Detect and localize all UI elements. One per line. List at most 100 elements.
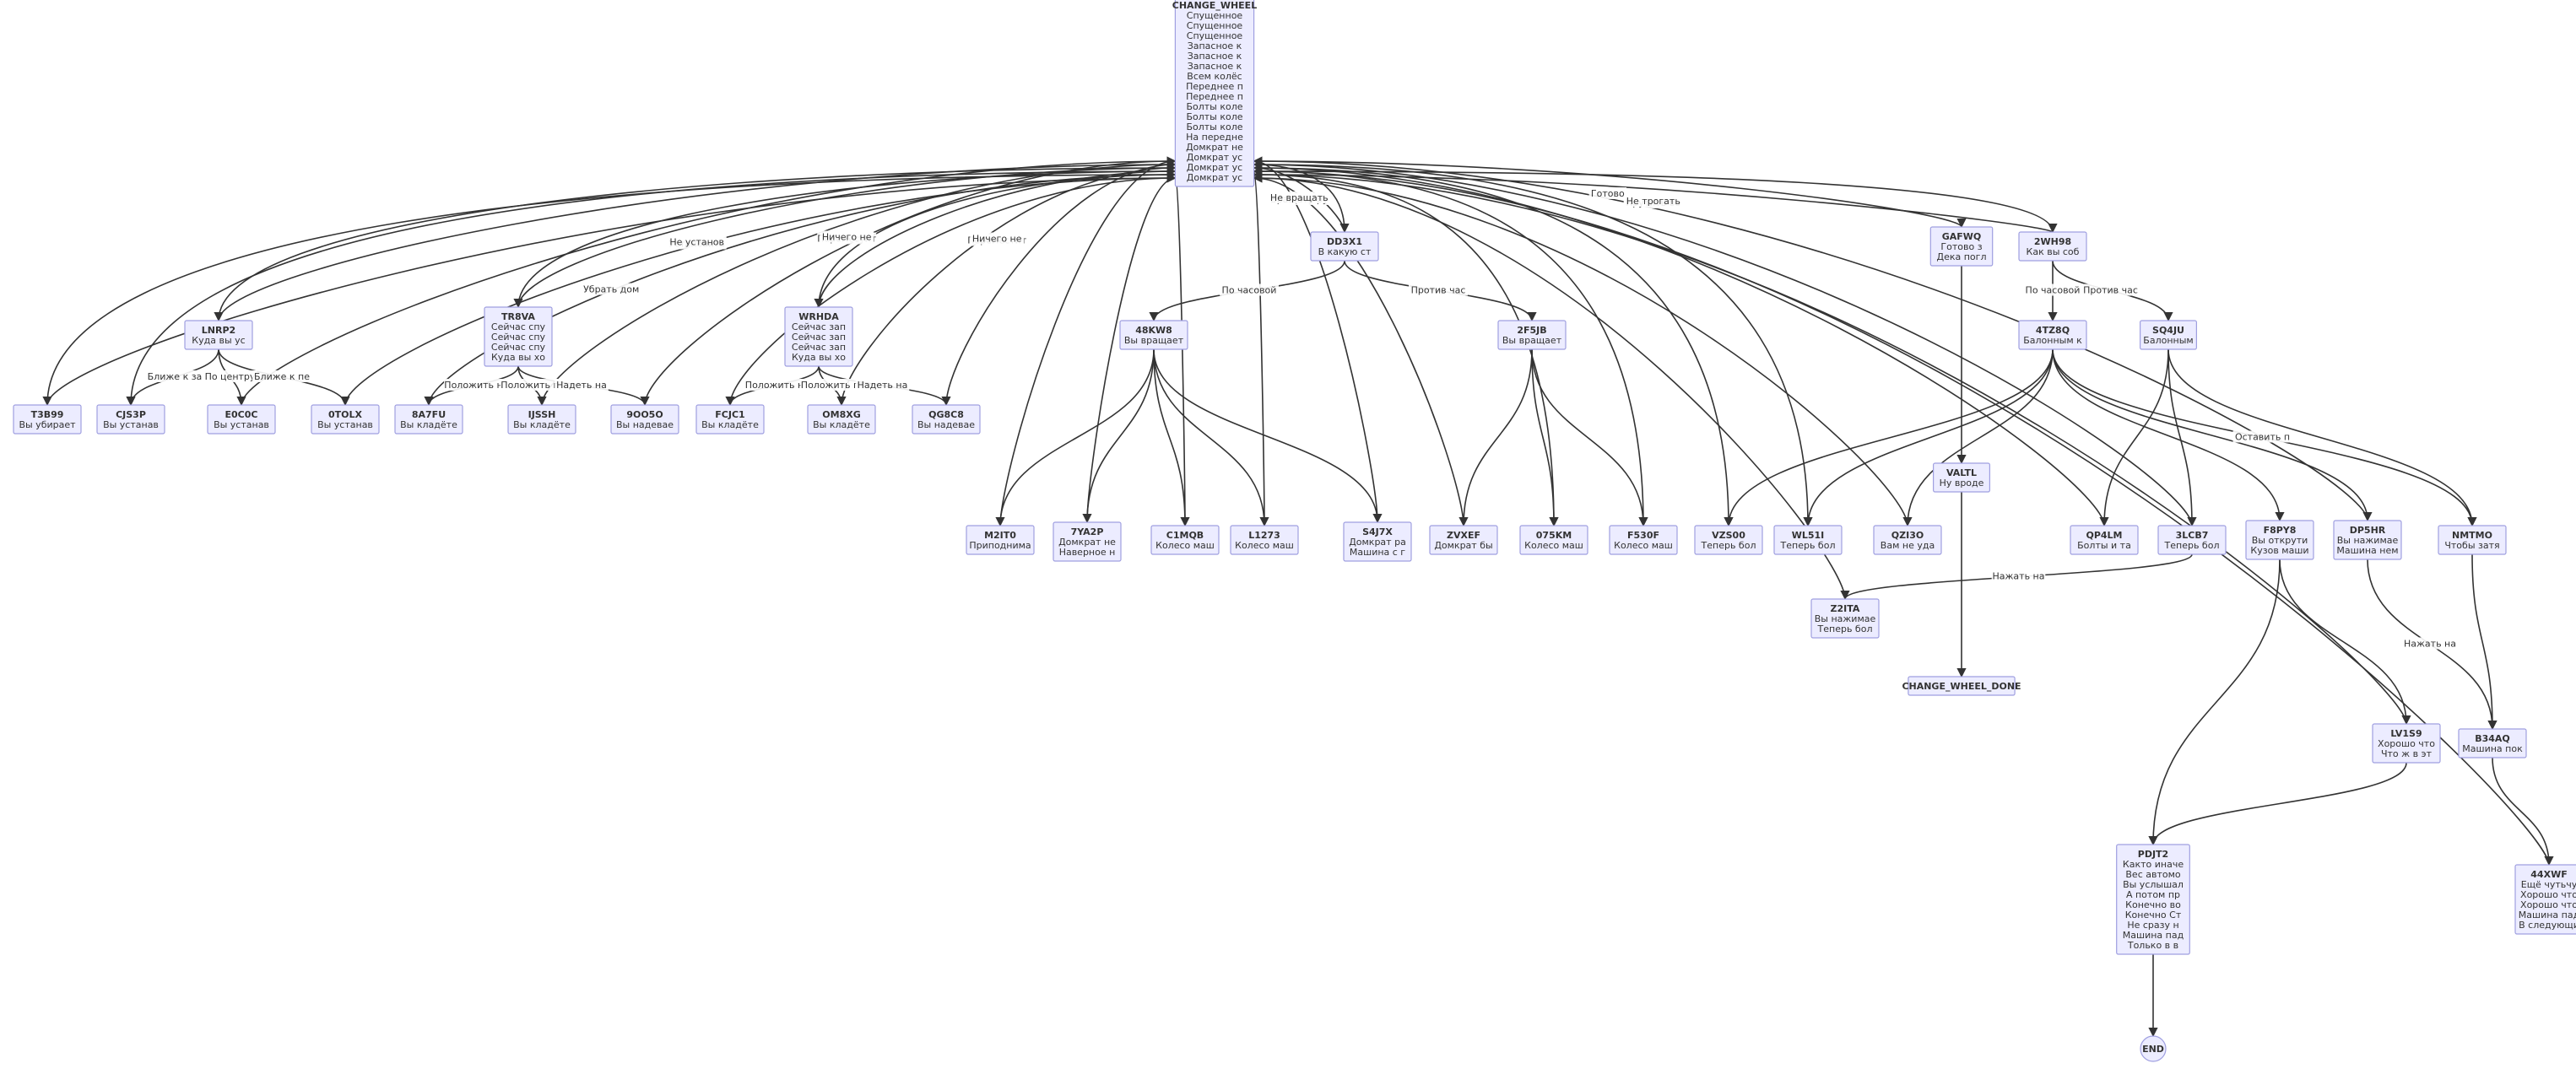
node-text-line: Вам не уда: [1881, 540, 1935, 551]
node-box: [1174, 0, 1255, 187]
edge-M2IT0-to-CHANGE_WHEEL: [999, 156, 1177, 526]
node-box: [2070, 525, 2139, 555]
node-text-line: Теперь бол: [2164, 540, 2220, 551]
node-text-line: Колесо маш: [1155, 540, 1215, 551]
edge-label-background: [800, 379, 860, 391]
node-text-line: Колесо маш: [1235, 540, 1294, 551]
node-text-line: Ещё чутьчу: [2521, 879, 2576, 890]
node-text-line: Вы открути: [2252, 535, 2308, 546]
edge-QP4LM-to-CHANGE_WHEEL: [1253, 163, 2105, 526]
edge-label: Надеть на: [556, 380, 607, 391]
node-id-label: TR8VA: [501, 311, 535, 322]
node-text-line: Болты и та: [2077, 540, 2131, 551]
node-id-label: 8A7FU: [412, 409, 446, 420]
edge-SQ4JU-to-3LCB7: [2167, 348, 2197, 527]
node-text-line: Куда вы ус: [192, 335, 245, 346]
node-text-line: В какую ст: [1318, 246, 1372, 257]
edge-label-background: [667, 235, 727, 248]
node-text-line: Сейчас спу: [491, 321, 546, 332]
node-id-label: 44XWF: [2530, 869, 2567, 880]
node-id-label: WRHDA: [798, 311, 839, 322]
node-id-label: VZS00: [1712, 530, 1745, 541]
edge-OM8XG-to-CHANGE_WHEEL: [841, 163, 1177, 406]
node-text-line: Вы кладёте: [513, 419, 571, 430]
node-id-label: L1273: [1248, 530, 1280, 541]
edge-48KW8-to-M2IT0: [995, 348, 1155, 527]
edge-2WH98-to-CHANGE_WHEEL: [1253, 166, 2054, 233]
node-box: [2372, 723, 2441, 764]
node-text-line: Конечно Ст: [2125, 910, 2182, 920]
node-text-line: Куда вы хо: [792, 352, 846, 363]
edge-label: По часовой: [2026, 285, 2081, 296]
node-text-line: Переднее п: [1186, 81, 1243, 92]
node-text-line: Теперь бол: [1780, 540, 1836, 551]
node-id-label: 075KM: [1536, 530, 1572, 541]
node-id-label: ZVXEF: [1447, 530, 1480, 541]
node-text-line: Машина с г: [1350, 547, 1405, 558]
edge-48KW8-to-L1273: [1153, 348, 1269, 527]
node-id-label: DD3X1: [1327, 236, 1362, 247]
node-id-label: SQ4JU: [2152, 325, 2184, 336]
edge-label-background: [820, 230, 874, 243]
node-text-line: Сейчас спу: [491, 332, 546, 343]
node-id-label: END: [2142, 1044, 2164, 1055]
node-box: [2458, 728, 2527, 758]
edge-IJSSH-to-CHANGE_WHEEL: [541, 159, 1177, 406]
node-box: [2157, 525, 2227, 555]
node-box: [484, 306, 553, 367]
node-box: [1929, 226, 1994, 267]
node-text-line: Вы услышал: [2123, 879, 2184, 890]
node-text-line: Болты коле: [1186, 101, 1242, 112]
node-box: [1150, 525, 1220, 555]
edge-TR8VA-to-CHANGE_WHEEL: [517, 163, 1177, 308]
edge-QZI3O-to-CHANGE_WHEEL: [1253, 173, 1908, 526]
node-text-line: Что ж в эт: [2381, 748, 2433, 759]
node-text-line: Машина нем: [2336, 545, 2398, 556]
node-text-line: Готово з: [1940, 241, 1982, 252]
edge-2F5JB-to-ZVXEF: [1458, 348, 1533, 527]
edge-label-background: [444, 379, 503, 391]
edge-F8PY8-to-PDJT2: [2148, 559, 2281, 846]
node-box: [1933, 462, 1991, 493]
node-id-label: LV1S9: [2390, 728, 2422, 739]
node-text-line: Домкрат не: [1186, 142, 1243, 153]
edge-label-background: [203, 370, 257, 382]
edge-CHANGE_WHEEL-to-TR8VA: [513, 170, 1176, 309]
node-box: [1343, 521, 1412, 562]
node-text-line: Вы кладёте: [400, 419, 457, 430]
edge-8A7FU-to-CHANGE_WHEEL: [428, 170, 1177, 406]
edge-label-background: [1409, 283, 1468, 296]
node-box: [1310, 231, 1379, 262]
edge-Z2ITA-to-CHANGE_WHEEL: [1253, 173, 1846, 600]
node-box: [1119, 320, 1188, 350]
node-END: END: [2140, 1035, 2167, 1062]
node-box: [2438, 525, 2507, 555]
node-text-line: Как вы соб: [2027, 246, 2080, 257]
node-id-label: OM8XG: [822, 409, 860, 420]
edge-CHANGE_WHEEL-to-GAFWQ: [1253, 160, 1967, 229]
node-box: [1230, 525, 1299, 555]
edge-label-background: [1220, 283, 1279, 296]
node-text-line: Вы вращает: [1502, 335, 1562, 346]
edge-3LCB7-to-CHANGE_WHEEL: [1253, 159, 2193, 526]
node-text-line: Наверное н: [1059, 547, 1116, 558]
node-id-label: F530F: [1627, 530, 1659, 541]
node-box: [2116, 844, 2190, 955]
nodes-layer: CHANGE_WHEELСпущенноеСпущенноеСпущенноеЗ…: [13, 0, 2576, 1062]
edge-label-background: [501, 379, 560, 391]
node-text-line: Всем колёс: [1187, 71, 1242, 82]
node-text-line: Вы нажимае: [1815, 613, 1876, 624]
node-id-label: DP5HR: [2350, 525, 2386, 536]
